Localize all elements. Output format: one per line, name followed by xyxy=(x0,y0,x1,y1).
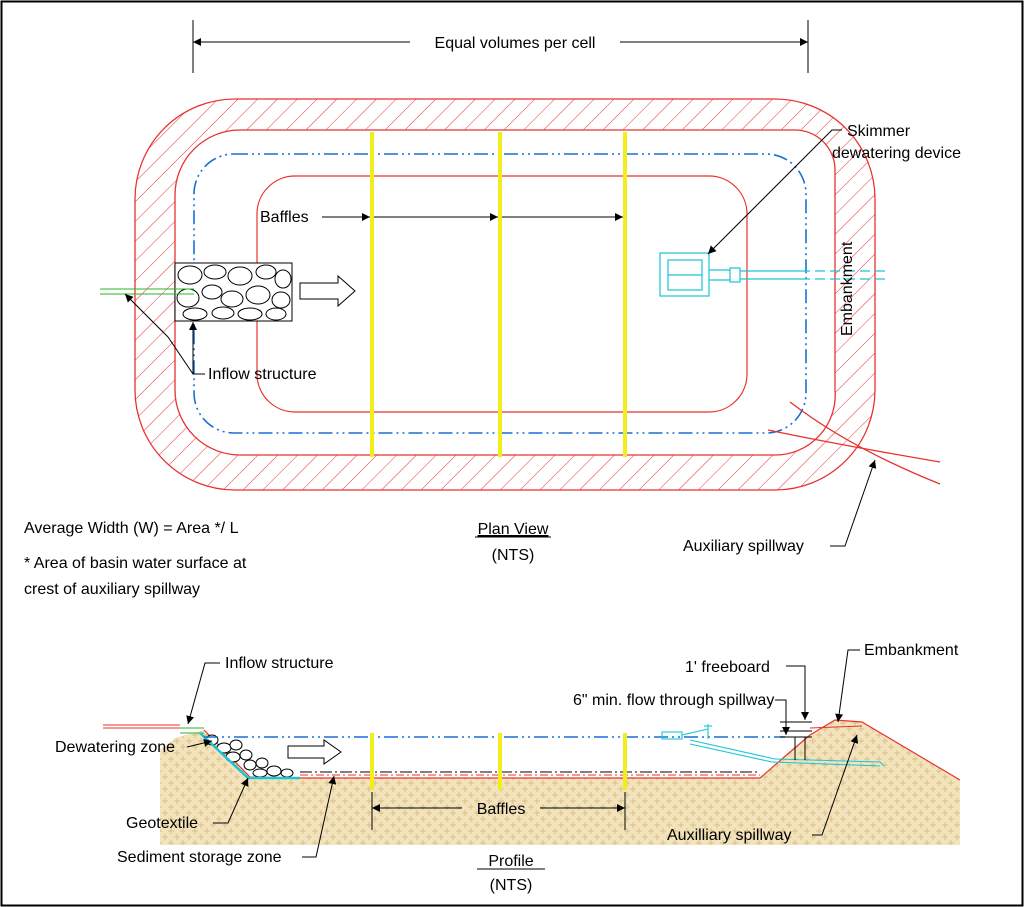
profile-baffles-label: Baffles xyxy=(477,801,526,818)
plan-embankment xyxy=(134,98,876,491)
profile-flow-arrow xyxy=(287,739,342,765)
top-dimension-label: Equal volumes per cell xyxy=(435,35,596,52)
plan-view-scale: (NTS) xyxy=(492,547,535,564)
min-flow-label: 6" min. flow through spillway xyxy=(573,692,774,709)
plan-embankment-label: Embankment xyxy=(839,241,856,336)
inflow-rock-structure xyxy=(174,262,293,322)
skimmer-label-line1: Skimmer xyxy=(847,123,911,140)
skimmer-label-line2: dewatering device xyxy=(832,145,961,162)
width-formula-note: Average Width (W) = Area */ L xyxy=(24,520,239,537)
profile-inflow-label: Inflow structure xyxy=(225,655,334,672)
plan-view-title: Plan View xyxy=(478,521,549,538)
plan-baffles xyxy=(370,132,627,457)
profile-scale: (NTS) xyxy=(490,877,533,894)
profile-embankment-label: Embankment xyxy=(864,642,959,659)
profile-baffles xyxy=(370,733,627,790)
plan-skimmer xyxy=(659,252,890,297)
plan-inflow-pipe xyxy=(100,288,194,295)
footnote-line-1: * Area of basin water surface at xyxy=(24,555,247,572)
profile-baffles-dimension: Baffles xyxy=(371,792,626,830)
geotextile-label: Geotextile xyxy=(126,815,198,832)
dewatering-zone-label: Dewatering zone xyxy=(55,739,175,756)
plan-flow-arrow xyxy=(299,274,356,308)
plan-inflow-label: Inflow structure xyxy=(208,366,317,383)
embankment-crest-line xyxy=(809,725,863,729)
sediment-storage-label: Sediment storage zone xyxy=(117,849,282,866)
baffles-label: Baffles xyxy=(260,209,309,226)
plan-spillway-label: Auxiliary spillway xyxy=(683,538,804,555)
profile-skimmer xyxy=(661,724,885,767)
plan-auxiliary-spillway xyxy=(767,401,941,485)
profile-title: Profile xyxy=(488,853,533,870)
profile-spillway-label: Auxilliary spillway xyxy=(667,827,791,844)
footnote-line-2: crest of auxiliary spillway xyxy=(24,581,200,598)
top-dimension: Equal volumes per cell xyxy=(192,20,809,73)
freeboard-label: 1' freeboard xyxy=(685,659,770,676)
profile-soil xyxy=(160,720,960,845)
profile-inflow-pipe xyxy=(103,724,204,734)
